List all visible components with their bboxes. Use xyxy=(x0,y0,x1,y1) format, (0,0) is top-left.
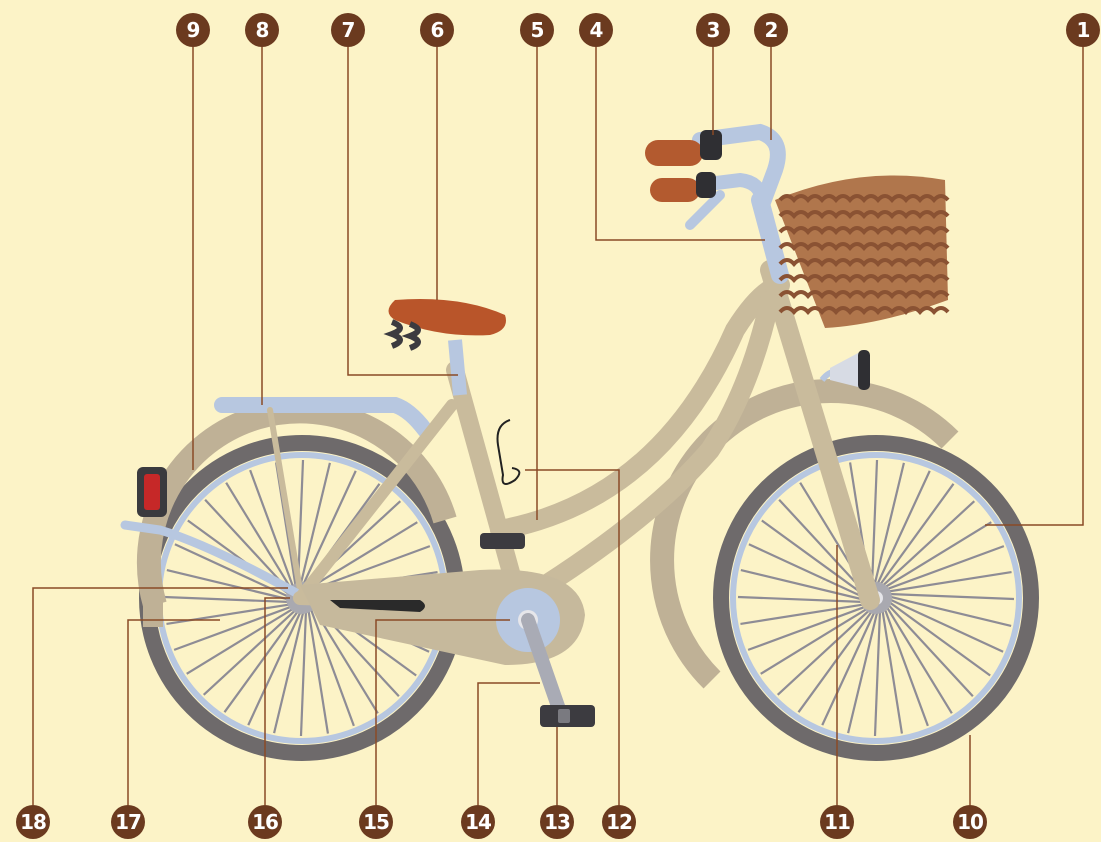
callout-handlebar: 2 xyxy=(754,13,788,47)
callout-pedal: 13 xyxy=(540,805,574,839)
saddle-shape xyxy=(389,299,507,348)
callout-spokes: 17 xyxy=(111,805,145,839)
leader-line-crank-arm xyxy=(478,683,540,805)
basket-shape xyxy=(775,176,948,329)
leader-line-front-rim xyxy=(985,47,1083,525)
callout-seat-post: 7 xyxy=(331,13,365,47)
grips xyxy=(645,130,722,202)
callout-front-rim: 1 xyxy=(1066,13,1100,47)
front-fender-shape xyxy=(662,391,950,680)
rear-reflector-shape xyxy=(137,467,167,517)
callout-stem: 4 xyxy=(579,13,613,47)
callout-front-fork: 11 xyxy=(820,805,854,839)
callout-rear-hub: 16 xyxy=(248,805,282,839)
callout-chainring: 15 xyxy=(359,805,393,839)
callout-down-tube: 5 xyxy=(520,13,554,47)
callout-rear-fender: 9 xyxy=(176,13,210,47)
callout-rear-dropout: 18 xyxy=(16,805,50,839)
pedal-shape xyxy=(540,705,595,727)
callout-rear-rack: 8 xyxy=(245,13,279,47)
callout-brake-lever: 3 xyxy=(696,13,730,47)
callout-front-tire: 10 xyxy=(953,805,987,839)
callout-crank-arm: 14 xyxy=(461,805,495,839)
callout-saddle: 6 xyxy=(420,13,454,47)
callout-kickstand-spring: 12 xyxy=(602,805,636,839)
